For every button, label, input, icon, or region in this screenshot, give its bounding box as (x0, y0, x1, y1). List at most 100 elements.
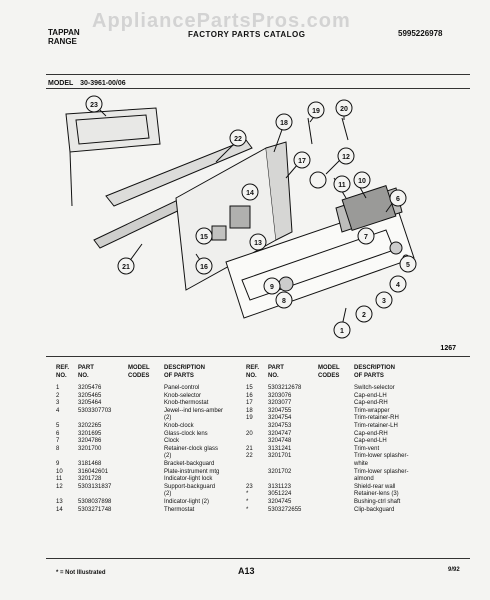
ref-cell: 11 (56, 476, 63, 483)
description-cell: Switch-selector (354, 385, 395, 391)
svg-text:4: 4 (396, 282, 400, 289)
model-code-cell (128, 499, 164, 507)
callout-15: 15 (195, 227, 213, 245)
part-number-cell: 5308037898 (78, 498, 112, 505)
model-code-cell (128, 491, 164, 499)
model-code-cell (318, 385, 354, 393)
ref-cell: 10 (56, 468, 63, 475)
ref-cell: 22 (246, 453, 253, 460)
header-ref: REF.NO. (246, 365, 260, 379)
divider (46, 558, 470, 559)
ref-cell: 19 (246, 415, 253, 422)
document-number: 5995226978 (398, 29, 443, 38)
description-cell: Retainer-lens (3) (354, 491, 399, 498)
model-code-cell (318, 400, 354, 408)
footnote: * = Not Illustrated (56, 570, 106, 576)
callout-23: 23 (85, 95, 103, 113)
model-code-cell (318, 453, 354, 461)
part-number-cell (78, 415, 128, 423)
callout-11: 11 (333, 175, 351, 193)
description-cell: Trim-vent (354, 445, 380, 452)
model-number: 30-3961-00/06 (80, 80, 126, 87)
model-code-cell (318, 393, 354, 401)
svg-text:10: 10 (358, 178, 366, 185)
divider (46, 74, 470, 75)
description-cell: Clip-backguard (354, 506, 395, 513)
table-row: (2) (56, 453, 268, 461)
ref-cell: 2 (56, 392, 60, 399)
ref-cell (56, 453, 78, 461)
part-number-cell: 3201695 (78, 430, 102, 437)
watermark: AppliancePartsPros.com (92, 10, 351, 32)
description-cell: Trim-wrapper (354, 407, 390, 414)
model-code-cell (128, 423, 164, 431)
ref-cell: 16 (246, 392, 253, 399)
model-code-cell (128, 476, 164, 484)
page-id: A13 (238, 566, 255, 576)
divider (46, 356, 470, 357)
table-row: (2) (56, 491, 268, 499)
svg-text:22: 22 (234, 136, 242, 143)
ref-cell (246, 476, 268, 484)
model-code-cell (318, 438, 354, 446)
part-number-cell: 316042601 (78, 468, 109, 475)
model-line: MODEL 30-3961-00/06 (48, 80, 126, 87)
model-code-cell (318, 499, 354, 507)
ref-cell: 18 (246, 407, 253, 414)
svg-text:18: 18 (280, 120, 288, 127)
svg-text:17: 17 (298, 158, 306, 165)
svg-text:6: 6 (396, 196, 400, 203)
callout-20: 20 (335, 99, 353, 117)
part-number-cell: 3131241 (268, 445, 292, 452)
svg-text:15: 15 (200, 234, 208, 241)
ref-cell (246, 423, 268, 431)
svg-text:23: 23 (90, 102, 98, 109)
svg-text:13: 13 (254, 240, 262, 247)
part-number-cell: 5303131837 (78, 483, 112, 490)
model-code-cell (318, 408, 354, 416)
model-code-cell (128, 507, 164, 515)
brand: TAPPAN RANGE (48, 28, 80, 46)
part-21-shape (93, 197, 189, 249)
callout-17: 17 (293, 151, 311, 169)
exploded-parts-diagram: 23 22 18 19 20 12 17 11 10 6 14 15 13 16… (65, 95, 456, 352)
ref-cell (56, 415, 78, 423)
ref-cell: * (246, 491, 249, 498)
description-cell: (2) (164, 491, 172, 498)
description-cell: Cap-end-LH (354, 392, 387, 399)
model-code-cell (318, 507, 354, 515)
description-cell: Plate-instrument mtg (164, 468, 220, 475)
part-number-cell: 3204753 (268, 422, 292, 429)
thermostat-shape (229, 205, 251, 229)
part-number-cell (78, 491, 128, 499)
svg-text:2: 2 (362, 312, 366, 319)
part-number-cell: 3201700 (78, 445, 102, 452)
model-code-cell (128, 484, 164, 492)
part-number-cell: 3204755 (268, 407, 292, 414)
description-cell: Knob-selector (164, 392, 202, 399)
part-number-cell: 3204747 (268, 430, 292, 437)
svg-text:1: 1 (340, 328, 344, 335)
table-row: (2) (56, 415, 268, 423)
ref-cell: 21 (246, 445, 253, 452)
callout-3: 3 (375, 291, 393, 309)
part-23-edge (69, 151, 73, 207)
model-code-cell (318, 431, 354, 439)
ref-cell: 3 (56, 400, 60, 407)
ref-cell: 8 (56, 445, 60, 452)
ref-cell: 23 (246, 483, 253, 490)
